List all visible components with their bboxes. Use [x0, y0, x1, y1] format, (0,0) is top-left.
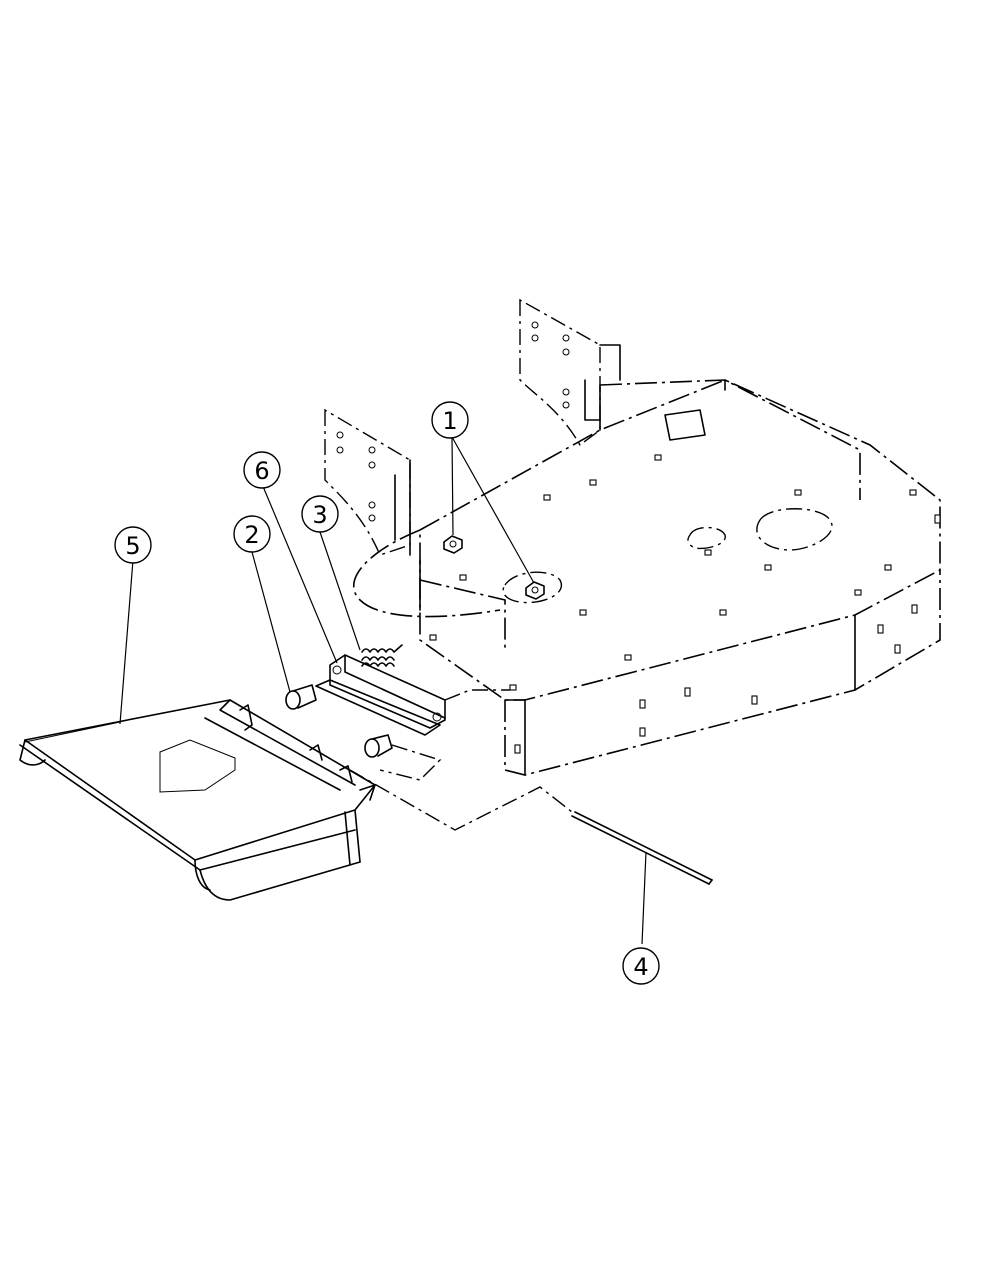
callout-label-6: 6: [254, 457, 269, 485]
callout-label-1: 1: [442, 407, 457, 435]
callout-1: 1: [431, 401, 469, 439]
leader-lines: [119, 436, 647, 945]
callout-2: 2: [233, 515, 271, 553]
callout-label-2: 2: [244, 521, 259, 549]
callout-6: 6: [243, 451, 281, 489]
mower-deck: [353, 379, 941, 776]
callout-label-3: 3: [312, 501, 327, 529]
front-hanger-bracket: [324, 408, 411, 556]
hinge-bracket: [315, 654, 510, 736]
clevis-pins: [285, 684, 442, 781]
rear-hanger-bracket: [519, 298, 706, 447]
callout-label-5: 5: [125, 532, 140, 560]
callout-5: 5: [114, 526, 152, 564]
hinge-rod: [349, 769, 713, 885]
callout-label-4: 4: [633, 953, 648, 981]
torsion-spring: [361, 644, 403, 667]
callout-3: 3: [301, 495, 339, 533]
callout-4: 4: [622, 947, 660, 985]
discharge-chute: [19, 699, 376, 901]
